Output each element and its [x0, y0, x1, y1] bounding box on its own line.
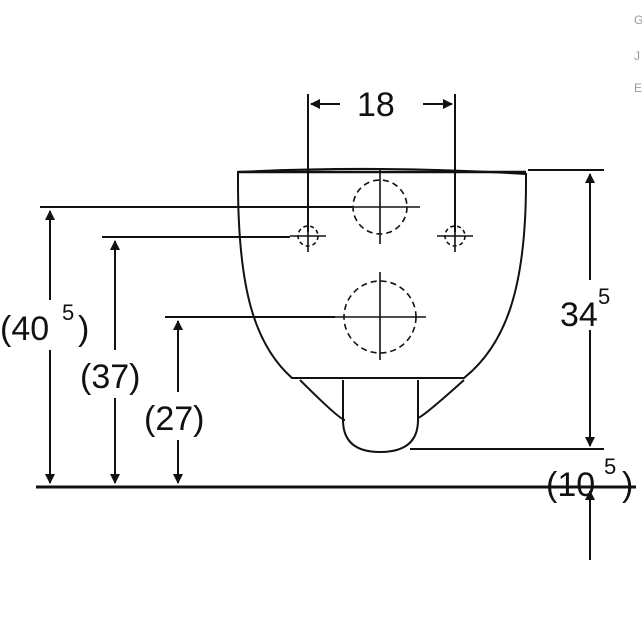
- connection-holes: [290, 170, 473, 360]
- toilet-bowl: [237, 167, 527, 454]
- label-height-10-open: (10: [546, 466, 595, 504]
- label-height-34-sup: 5: [598, 284, 610, 309]
- label-height-10-sup: 5: [604, 454, 616, 479]
- edge-mark-2: J: [634, 49, 640, 63]
- dimension-height-27: [165, 316, 335, 484]
- bowl-outline: [237, 167, 527, 379]
- dimension-height-40-5: [40, 206, 352, 484]
- dimension-width-18: [307, 94, 456, 232]
- edge-mark-1: G: [634, 13, 642, 27]
- label-width-18: 18: [357, 86, 395, 124]
- label-height-40-sup: 5: [62, 300, 74, 325]
- dimension-height-37: [102, 236, 290, 484]
- edge-mark-3: E: [634, 81, 642, 95]
- bowl-bottom-curve-right: [417, 379, 465, 419]
- label-height-27: (27): [144, 400, 204, 438]
- dimension-height-34-5: [410, 169, 604, 450]
- label-height-34: 34: [560, 296, 598, 334]
- bowl-bottom-curve: [299, 379, 346, 421]
- label-height-37: (37): [80, 358, 140, 396]
- label-height-40-close: ): [78, 310, 89, 348]
- label-height-10-close: ): [622, 466, 633, 504]
- outlet-spigot: [342, 380, 419, 454]
- label-height-40-open: (40: [0, 310, 49, 348]
